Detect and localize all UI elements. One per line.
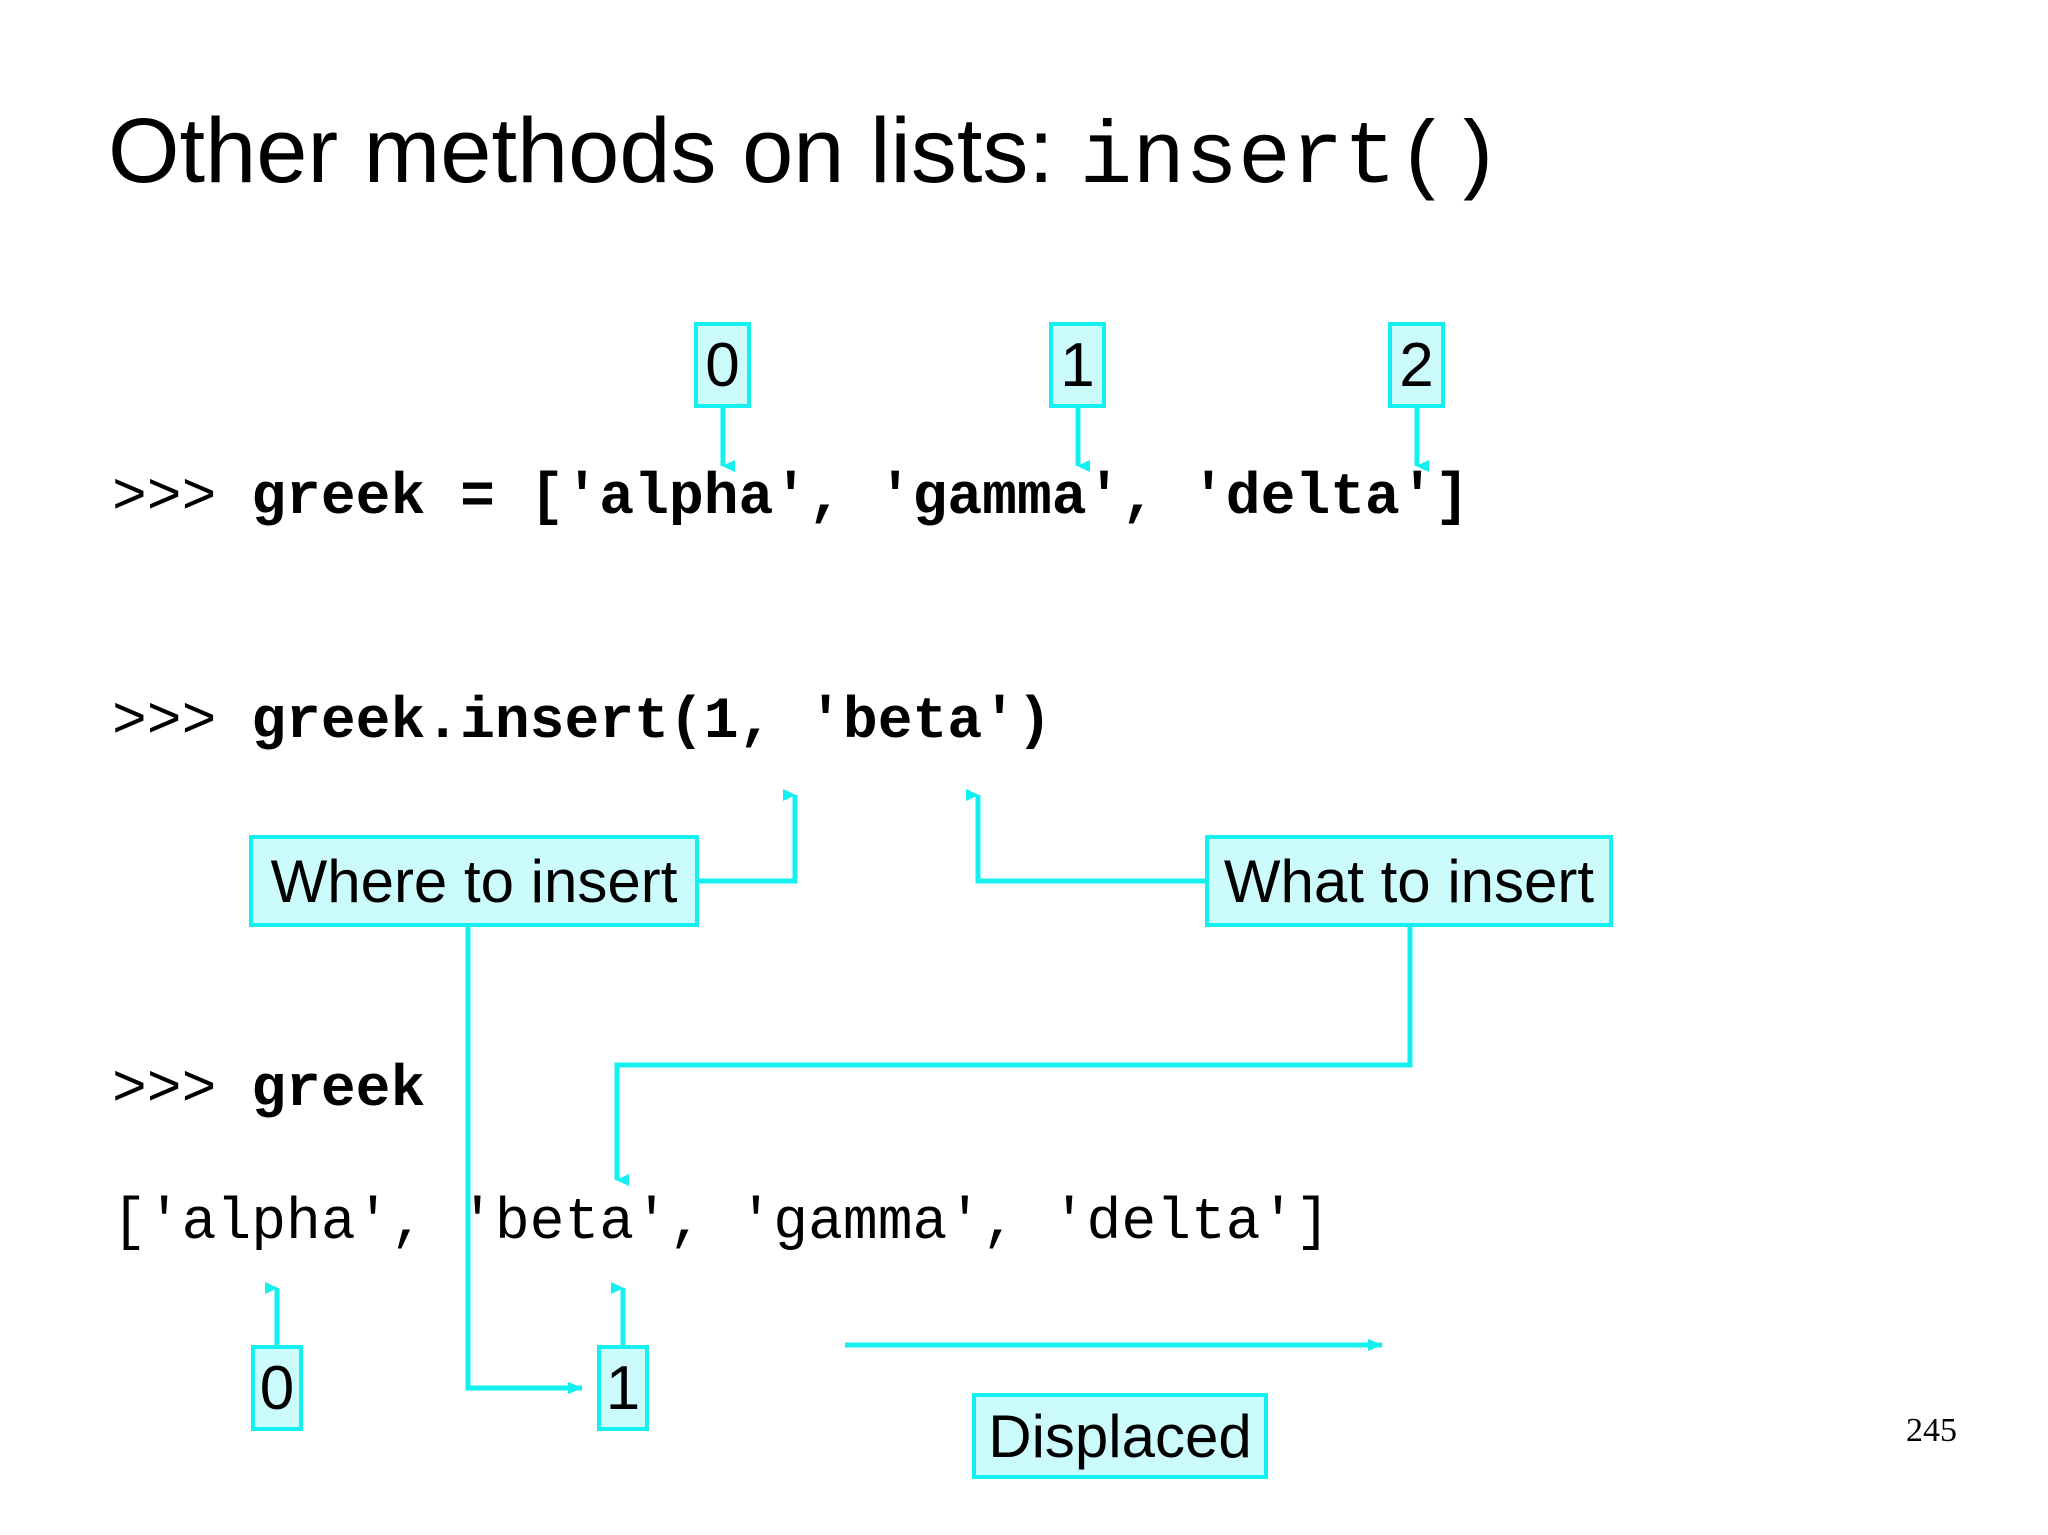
callout-where-to-insert: Where to insert	[249, 835, 699, 927]
callout-what-to-insert: What to insert	[1205, 835, 1613, 927]
callout-what-to-insert-label: What to insert	[1223, 847, 1595, 915]
index-box-bottom-1: 1	[597, 1345, 649, 1431]
code-source-insert: greek.insert(1, 'beta')	[251, 690, 1052, 755]
callout-displaced-label: Displaced	[988, 1402, 1252, 1470]
code-line-insert: >>> greek.insert(1, 'beta')	[112, 694, 1052, 752]
callout-displaced: Displaced	[972, 1393, 1268, 1479]
code-source-assign: greek = ['alpha', 'gamma', 'delta']	[251, 466, 1470, 531]
index-box-top-2: 2	[1388, 322, 1445, 408]
code-prompt: >>>	[112, 466, 252, 531]
index-box-top-0: 0	[694, 322, 751, 408]
page-number: 245	[1906, 1412, 1957, 1449]
callout-where-to-insert-label: Where to insert	[270, 847, 678, 915]
code-source-echo: greek	[251, 1058, 426, 1123]
page-title: Other methods on lists: insert()	[108, 105, 1502, 204]
code-line-echo: >>> greek	[112, 1062, 425, 1120]
connector-what-to-insert	[966, 789, 1205, 884]
connector-where-to-bottom-index	[465, 927, 583, 1394]
code-line-assign: >>> greek = ['alpha', 'gamma', 'delta']	[112, 470, 1469, 528]
page-title-method: insert()	[1079, 110, 1502, 209]
index-box-top-1-label: 1	[1060, 330, 1095, 400]
index-box-top-1: 1	[1049, 322, 1106, 408]
index-box-bottom-1-label: 1	[605, 1353, 641, 1423]
index-box-top-0-label: 0	[705, 330, 740, 400]
code-result-text: ['alpha', 'beta', 'gamma', 'delta']	[112, 1191, 1331, 1256]
page-title-text: Other methods on lists:	[108, 100, 1080, 202]
index-box-bottom-0-label: 0	[259, 1353, 295, 1423]
code-line-result: ['alpha', 'beta', 'gamma', 'delta']	[112, 1195, 1330, 1253]
code-prompt: >>>	[112, 690, 252, 755]
connector-where-to-insert	[699, 789, 798, 884]
code-prompt: >>>	[112, 1058, 252, 1123]
index-box-top-2-label: 2	[1399, 330, 1434, 400]
connector-what-to-result-beta	[614, 927, 1413, 1186]
index-box-bottom-0: 0	[251, 1345, 303, 1431]
